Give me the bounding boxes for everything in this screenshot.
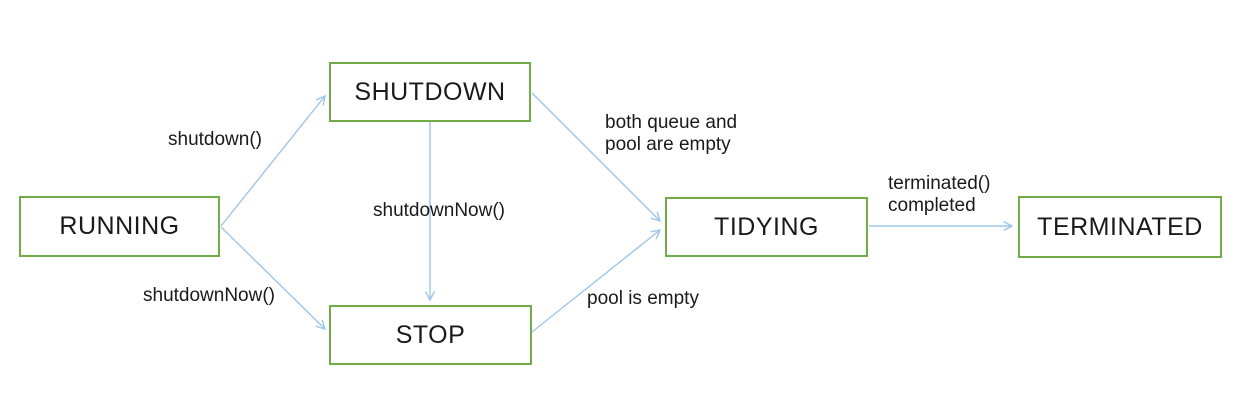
transition-label-line: both queue and (605, 112, 738, 133)
transition-label-line: pool are empty (605, 134, 731, 155)
transition-label-line: shutdown() (168, 129, 262, 150)
transition-label-line: shutdownNow() (143, 285, 275, 306)
transition-label-shutdownnow-running: shutdownNow() (143, 285, 275, 307)
transition-label-terminated-completed: terminated() completed (888, 173, 990, 217)
transition-label-shutdown: shutdown() (168, 129, 262, 151)
transition-label-shutdownnow-shutdown: shutdownNow() (373, 200, 505, 222)
state-label-shutdown: SHUTDOWN (354, 77, 506, 106)
arrow-stop-to-tidying (531, 230, 660, 333)
arrow-running-to-stop (220, 226, 325, 329)
arrow-running-to-shutdown (220, 96, 325, 227)
state-box-shutdown: SHUTDOWN (329, 62, 531, 122)
state-label-tidying: TIDYING (714, 212, 819, 241)
state-box-terminated: TERMINATED (1018, 196, 1222, 258)
state-label-running: RUNNING (59, 212, 180, 240)
transition-label-line: completed (888, 195, 976, 216)
transition-label-line: shutdownNow() (373, 200, 505, 221)
transition-label-line: terminated() (888, 173, 991, 194)
state-box-tidying: TIDYING (665, 197, 868, 257)
state-label-stop: STOP (395, 320, 466, 349)
state-box-stop: STOP (329, 305, 532, 365)
transition-label-both-queue-and-pool-empty: both queue and pool are empty (605, 112, 737, 156)
state-label-terminated: TERMINATED (1037, 212, 1203, 241)
transition-label-pool-is-empty: pool is empty (587, 288, 699, 310)
arrow-shutdown-to-tidying (531, 92, 660, 221)
transition-label-line: pool is empty (587, 288, 699, 309)
state-box-running: RUNNING (19, 196, 220, 257)
